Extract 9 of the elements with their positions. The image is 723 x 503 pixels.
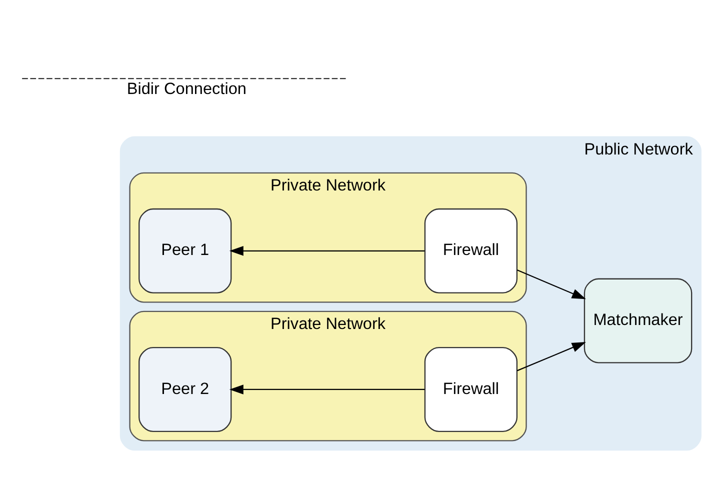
node-box: Peer 2 [138,346,232,432]
arrow [516,342,586,372]
node-box: Firewall [424,208,518,294]
arrow [229,246,425,256]
node-box: Matchmaker [584,278,692,364]
label: Bidir Connection [126,80,246,98]
node-box: Peer 1 [138,208,232,294]
node-box: Firewall [424,346,518,432]
arrow [229,384,425,394]
